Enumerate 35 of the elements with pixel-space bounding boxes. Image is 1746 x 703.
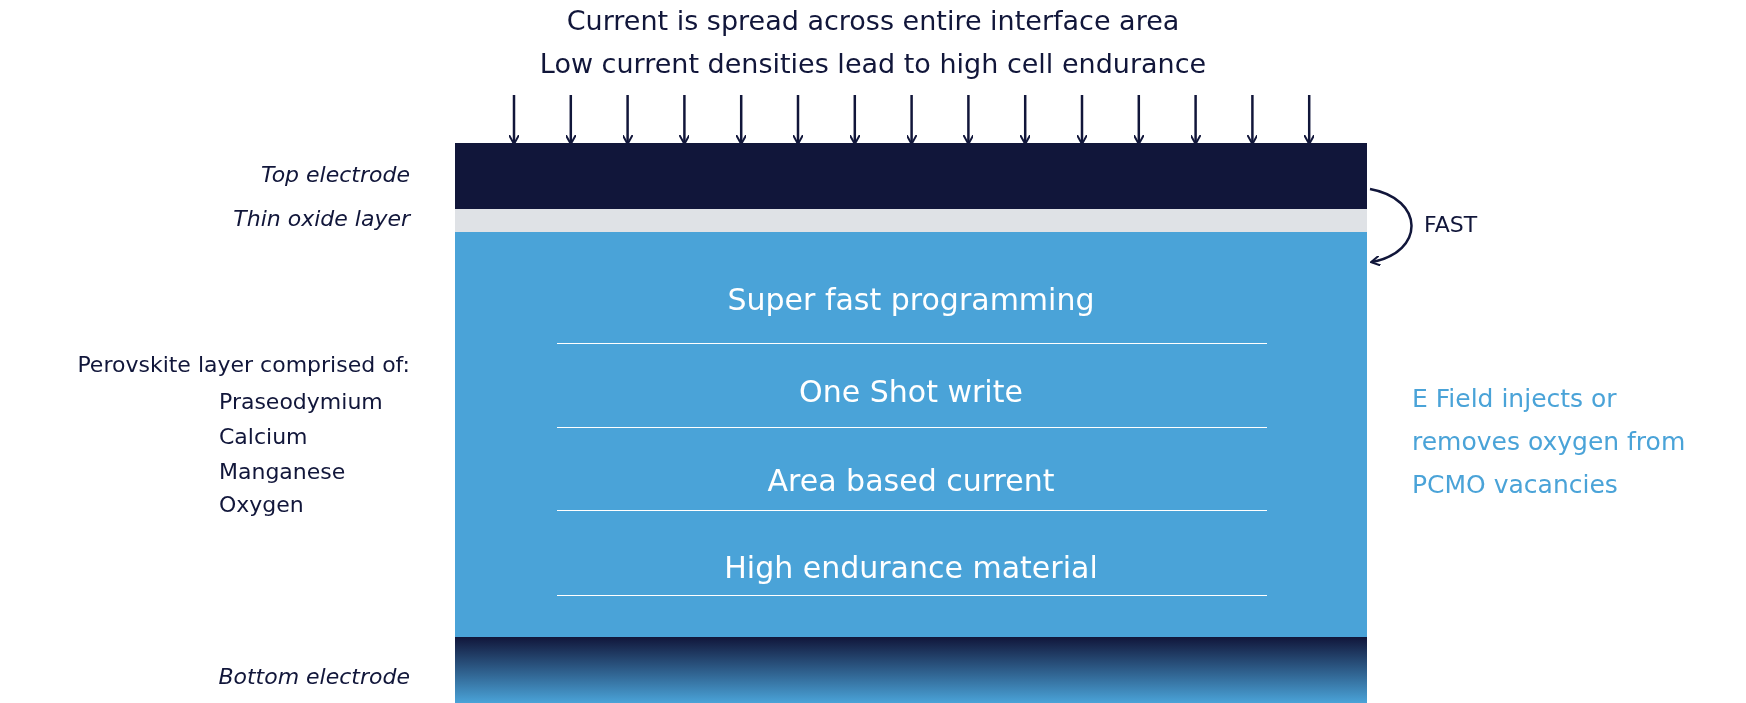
element-name: Praseodymium (219, 389, 383, 415)
current-arrow (621, 95, 634, 145)
layer-feature-text: Area based current (766, 463, 1056, 499)
layer-name: Thin oxide layer (233, 206, 410, 232)
layer-name: Perovskite layer comprised of: (77, 352, 410, 378)
layer-feature-text: Super fast programming (726, 282, 1096, 318)
current-arrow (1303, 95, 1316, 145)
element-name: Manganese (219, 459, 346, 485)
top-electrode-layer (455, 143, 1367, 209)
bottom-electrode-layer (455, 637, 1367, 703)
current-arrow (792, 95, 804, 145)
perovskite-layer (455, 232, 1367, 637)
current-arrow (1246, 95, 1259, 145)
oxide-layer (455, 209, 1367, 232)
layer-name: Top electrode (260, 162, 410, 188)
current-arrow (1076, 95, 1088, 145)
note-text: E Field injects or removes oxygen from PCMO vacancies (1412, 383, 1687, 501)
current-arrow (848, 95, 861, 145)
current-arrow (1019, 95, 1032, 145)
element-name: Oxygen (219, 492, 304, 518)
current-arrow (1132, 95, 1145, 145)
current-arrow (1189, 95, 1202, 145)
caption-text: Low current densities lead to high cell endurance (538, 47, 1208, 81)
current-arrow (508, 95, 520, 145)
element-name: Calcium (219, 424, 308, 450)
current-arrow (905, 95, 918, 145)
layer-feature-text: High endurance material (723, 550, 1099, 586)
layer-name: Bottom electrode (218, 664, 410, 690)
curved-arrow (1369, 187, 1413, 266)
current-arrow (735, 95, 748, 145)
layer-feature-text: One Shot write (798, 374, 1024, 410)
current-arrow (678, 95, 691, 145)
current-arrow (564, 95, 577, 145)
caption-text: Current is spread across entire interface area (565, 4, 1181, 38)
current-arrow (962, 95, 975, 145)
